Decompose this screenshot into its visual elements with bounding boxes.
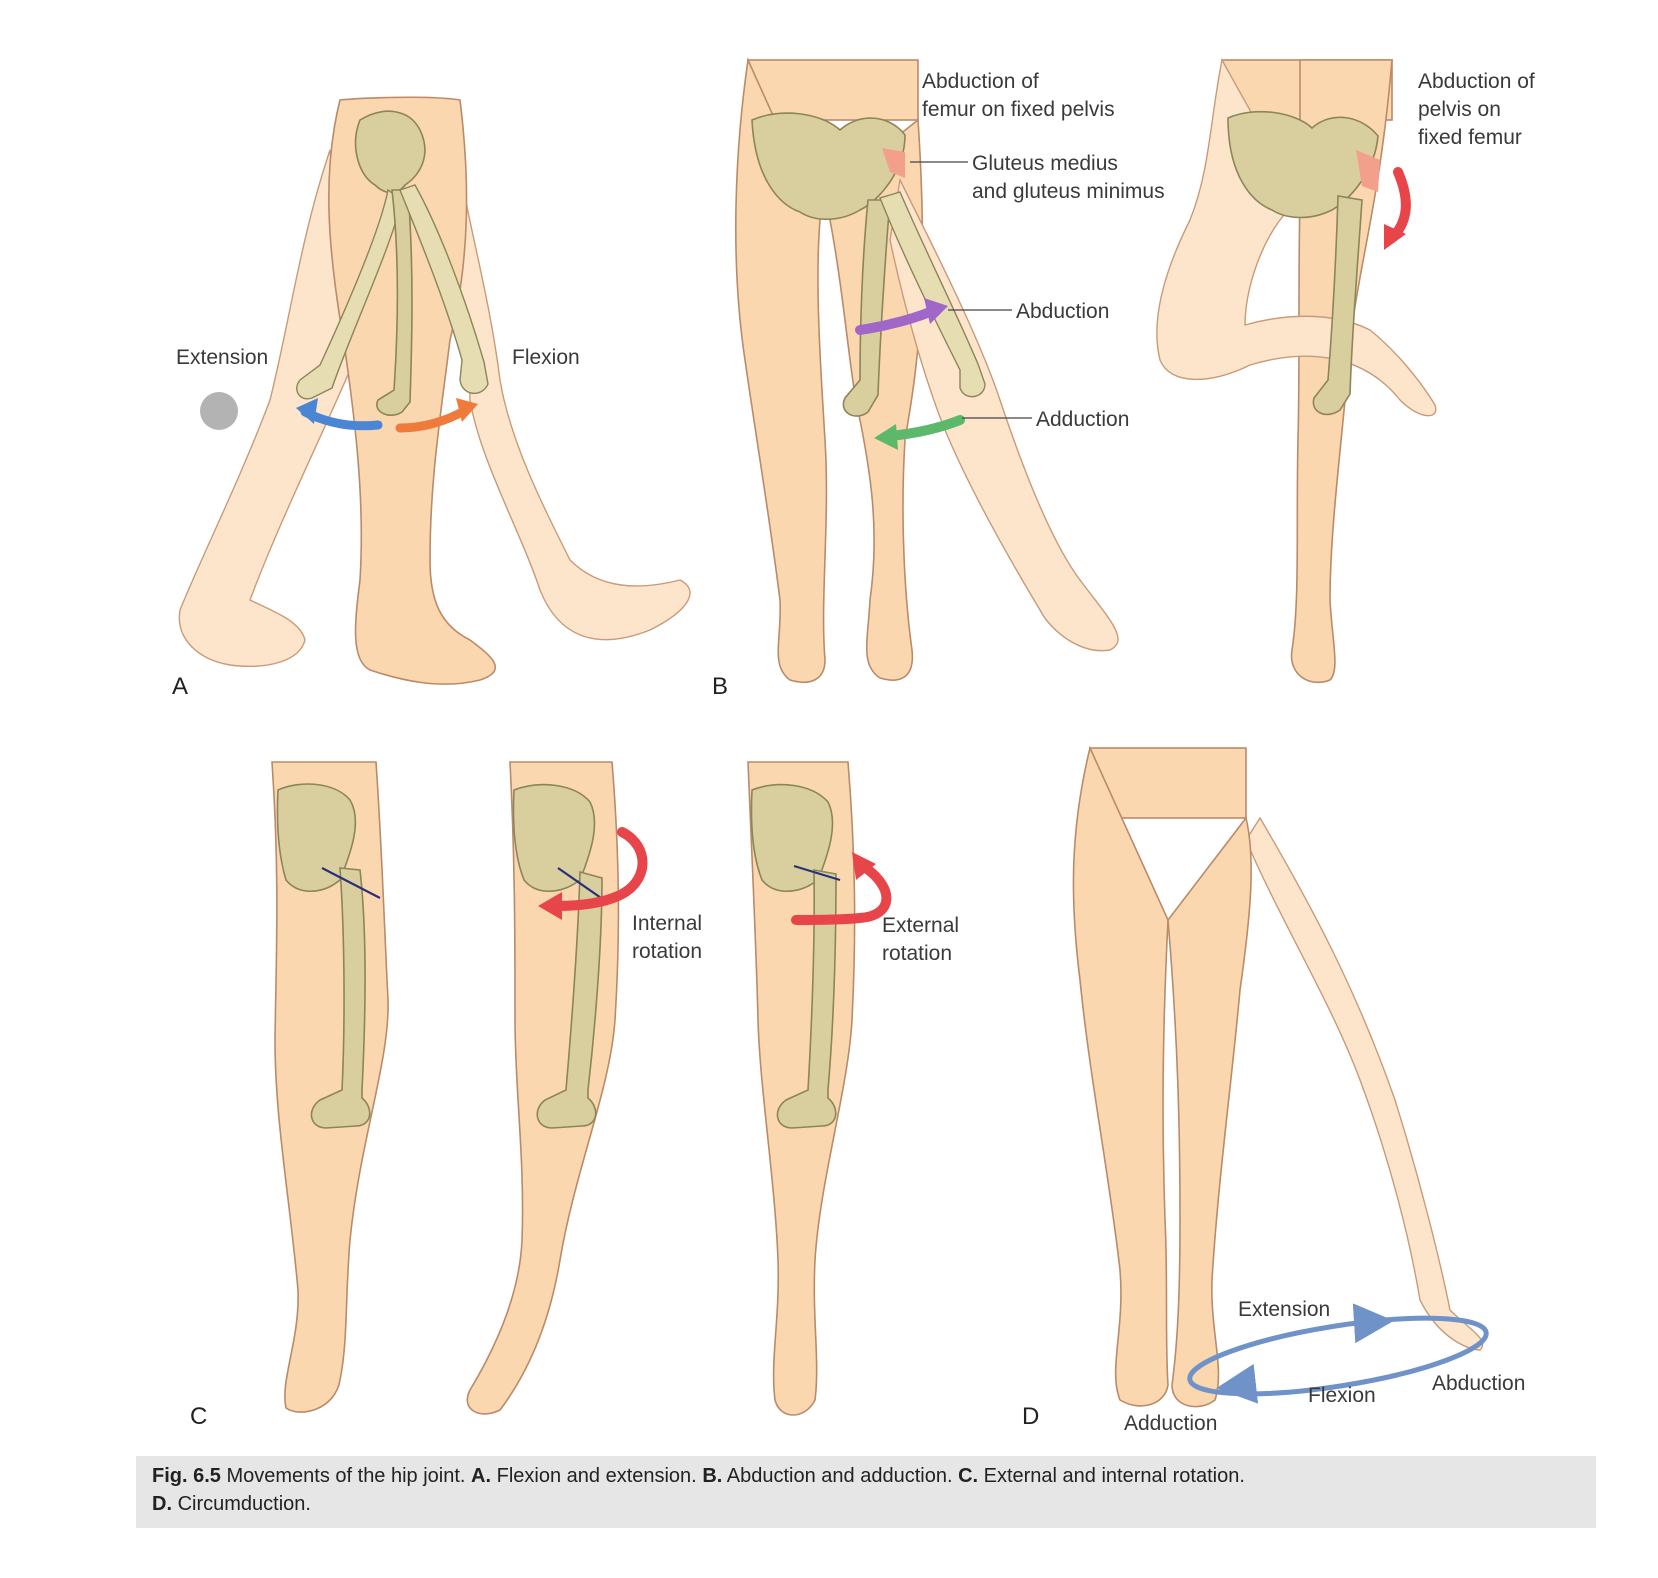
femur-b2 bbox=[1312, 195, 1363, 416]
label-external-2: rotation bbox=[882, 942, 952, 965]
caption-box bbox=[136, 1456, 1596, 1528]
pelvis-bone-b1 bbox=[751, 112, 906, 221]
femoral-neck-axis-c2 bbox=[557, 867, 605, 901]
adduction-arrowhead bbox=[874, 424, 898, 450]
panel-b: Abduction of femur on fixed pelvis Glute… bbox=[712, 57, 1535, 700]
circumduction-loop bbox=[1187, 1315, 1489, 1397]
label-flexion-a: Flexion bbox=[512, 346, 580, 369]
abduction-arrowhead bbox=[924, 298, 948, 324]
label-external-1: External bbox=[882, 914, 959, 937]
loop-arrow-extension bbox=[1352, 1303, 1394, 1344]
panel-d: Extension Flexion Abduction Adduction D bbox=[1022, 745, 1525, 1435]
panel-letter-a: A bbox=[172, 673, 188, 700]
label-internal-1: Internal bbox=[632, 912, 702, 935]
label-extension-d: Extension bbox=[1238, 1298, 1330, 1321]
label-adduction-d: Adduction bbox=[1124, 1412, 1217, 1435]
abduction-arrow bbox=[855, 307, 935, 335]
panel-letter-b: B bbox=[712, 673, 728, 700]
flexion-arrowhead bbox=[456, 398, 478, 422]
label-abduction-femur-1: Abduction of bbox=[922, 70, 1039, 93]
label-abduction-pelvis-2: pelvis on bbox=[1418, 98, 1501, 121]
abducted-leg-d bbox=[1245, 816, 1484, 1351]
femur-flexed bbox=[399, 184, 489, 394]
pelvis-rotation-arrowhead bbox=[1384, 224, 1406, 250]
standing-leg bbox=[328, 96, 496, 685]
panel-letter-d: D bbox=[1022, 1403, 1039, 1430]
pelvis-bone-a bbox=[354, 110, 426, 194]
caption-c-key: C. bbox=[958, 1465, 979, 1487]
femoral-neck-axis-c1 bbox=[321, 867, 381, 899]
extension-arrowhead bbox=[296, 398, 318, 424]
caption-d-key: D. bbox=[152, 1493, 172, 1515]
figure-caption: Fig. 6.5 Movements of the hip joint. A. … bbox=[152, 1462, 1582, 1518]
femur-b1-neutral bbox=[842, 199, 891, 417]
internal-rotation-arrowhead bbox=[538, 892, 562, 920]
femoral-neck-axis-c3 bbox=[793, 864, 841, 882]
extended-leg bbox=[178, 149, 351, 667]
label-adduction-b: Adduction bbox=[1036, 408, 1129, 431]
label-gluteus-1: Gluteus medius bbox=[972, 152, 1118, 175]
raised-leg-b2 bbox=[1156, 57, 1437, 417]
femur-extended bbox=[296, 188, 403, 400]
pelvis-rotation-arrow bbox=[1389, 167, 1411, 241]
left-leg-b1 bbox=[734, 57, 828, 684]
label-abduction-femur-2: femur on fixed pelvis bbox=[922, 98, 1115, 121]
label-flexion-d: Flexion bbox=[1308, 1384, 1376, 1407]
gluteus-highlight-b2 bbox=[1356, 150, 1380, 192]
caption-c-text: External and internal rotation. bbox=[983, 1465, 1245, 1487]
label-abduction-pelvis-1: Abduction of bbox=[1418, 70, 1535, 93]
caption-a-key: A. bbox=[471, 1465, 492, 1487]
left-leg-d bbox=[1072, 745, 1169, 1407]
label-abduction-pelvis-3: fixed femur bbox=[1418, 126, 1522, 149]
caption-a-text: Flexion and extension. bbox=[496, 1465, 697, 1487]
internal-rotation-arrow bbox=[551, 827, 648, 911]
panel-c: Internal rotation External rotation C bbox=[190, 761, 959, 1430]
label-abduction-b: Abduction bbox=[1016, 300, 1109, 323]
femur-neutral bbox=[376, 189, 413, 416]
external-rotation-arrow bbox=[791, 863, 892, 925]
caption-title: Movements of the hip joint. bbox=[226, 1465, 466, 1487]
femur-c1 bbox=[310, 867, 371, 1129]
label-abduction-d: Abduction bbox=[1432, 1372, 1525, 1395]
femur-b1-abducted bbox=[879, 191, 986, 398]
panel-letter-c: C bbox=[190, 1403, 207, 1430]
torso-b1 bbox=[747, 59, 919, 121]
caption-d-text: Circumduction. bbox=[177, 1493, 311, 1515]
label-internal-2: rotation bbox=[632, 940, 702, 963]
panel-a: Extension Flexion A bbox=[172, 96, 691, 700]
external-rotation-arrowhead bbox=[852, 852, 876, 880]
label-extension-a: Extension bbox=[176, 346, 268, 369]
femur-c2 bbox=[536, 870, 603, 1129]
caption-b-text: Abduction and adduction. bbox=[726, 1465, 953, 1487]
caption-fig-label: Fig. 6.5 bbox=[152, 1465, 221, 1487]
grey-marker-dot bbox=[200, 392, 238, 430]
femur-c3 bbox=[776, 869, 837, 1129]
label-gluteus-2: and gluteus minimus bbox=[972, 180, 1165, 203]
gluteus-highlight-b1 bbox=[882, 148, 905, 178]
loop-arrow-flexion bbox=[1216, 1363, 1259, 1404]
caption-b-key: B. bbox=[702, 1465, 723, 1487]
